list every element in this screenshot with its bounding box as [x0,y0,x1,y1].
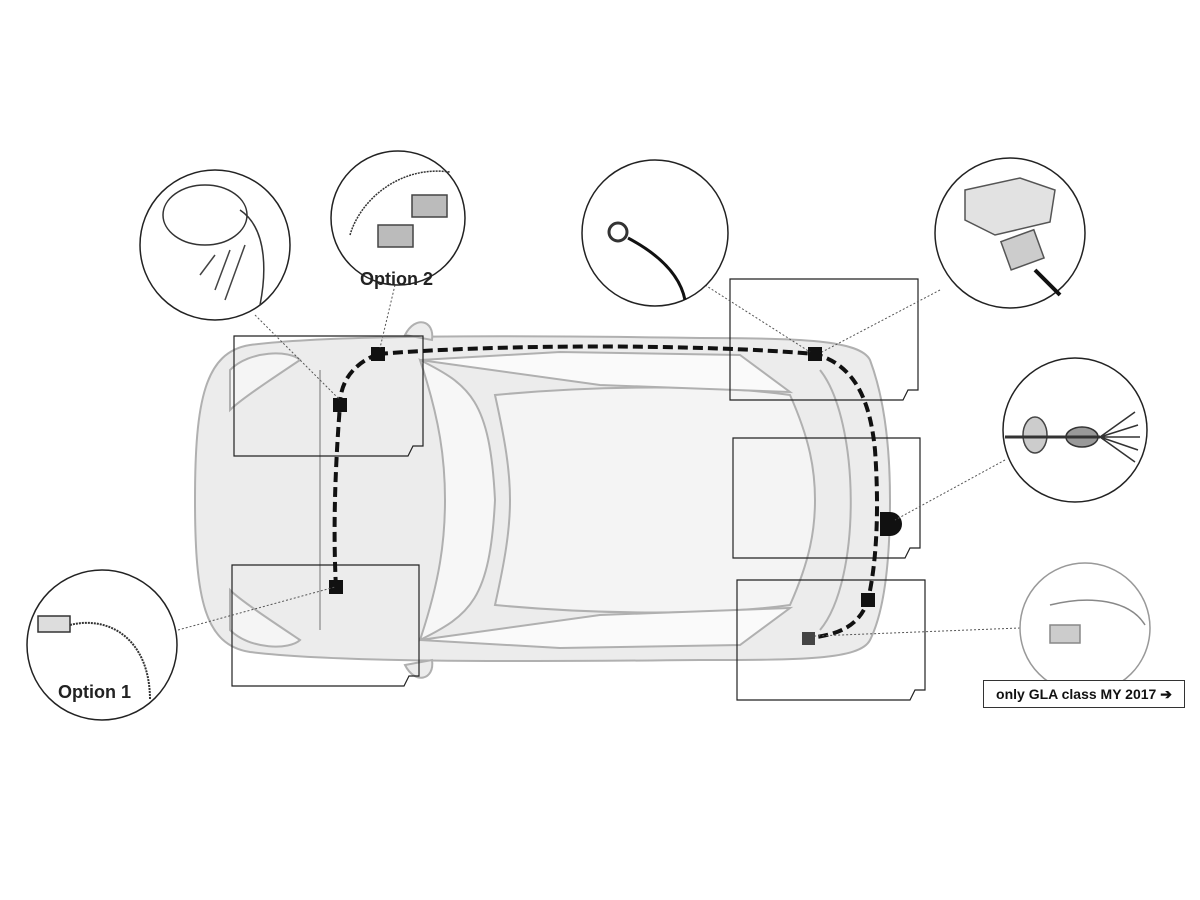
gla-note-label: only GLA class MY 2017 ➔ [983,680,1185,708]
option2-label: Option 2 [360,269,433,289]
harness-left [332,352,379,589]
side-window-top [419,350,794,394]
detail-towbar-socket [1002,357,1148,503]
connector-square [808,347,822,361]
option1-label: Option 1 [58,682,131,702]
car-top-view [193,321,892,679]
roof [493,386,817,614]
detail-option1-connector [26,569,178,721]
frame-rear-bottom [736,579,926,701]
connector-square [802,632,815,645]
frame-front-bottom [231,564,420,687]
frame-rear-top [729,278,919,401]
detail-control-module [934,157,1086,309]
frame-front-top [233,335,424,457]
connector-square [861,593,875,607]
towbar-socket [880,512,902,536]
side-window-bottom [419,606,794,650]
tail-line [819,369,852,631]
detail-option2-connectors [330,150,466,286]
frame-rear-mid [732,437,921,559]
leader-lines [177,284,1021,637]
detail-frames [231,278,926,701]
windshield [418,358,497,642]
headlight-top [229,352,302,413]
detail-circles [26,150,1151,721]
detail-wire-loop [139,169,291,321]
connectors [329,347,902,645]
connector-square [371,347,385,361]
detail-ring-terminal [581,159,729,307]
detail-gla-connector [1019,562,1151,694]
connector-square [329,580,343,594]
headlight-bottom [229,587,302,648]
connector-square [333,398,347,412]
